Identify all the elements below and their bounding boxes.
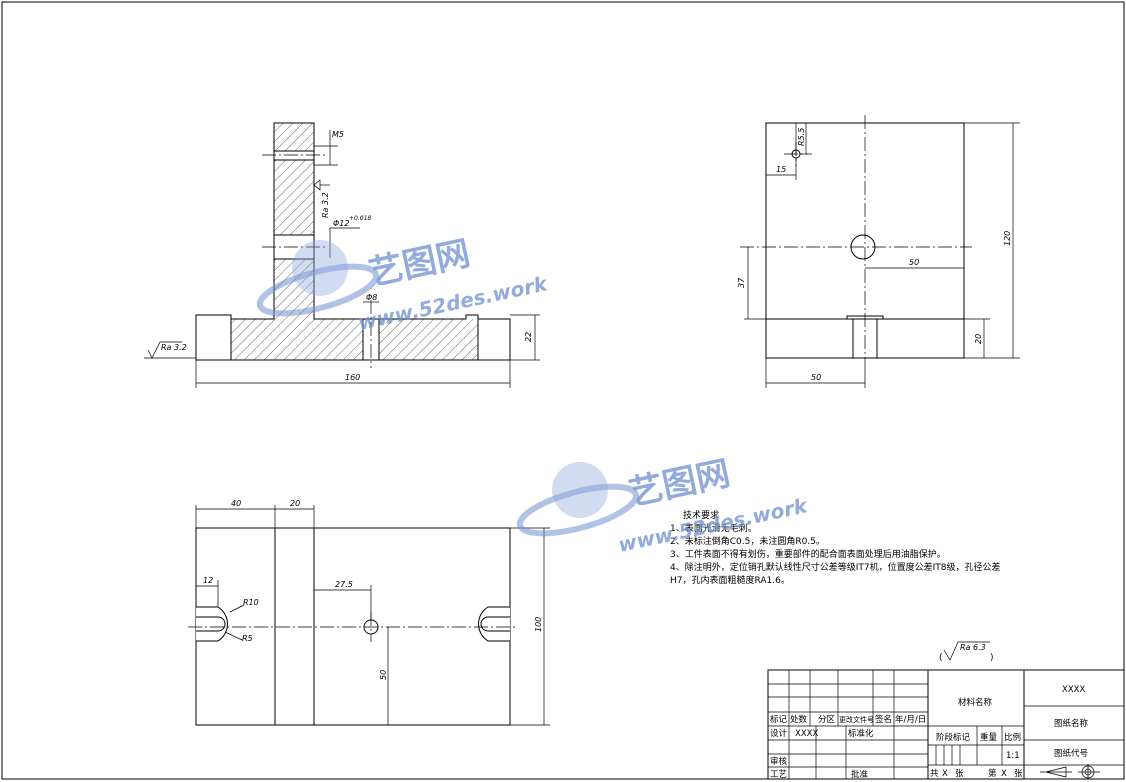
dim-27-5: 27.5: [335, 580, 353, 589]
tb-x2: X: [1001, 769, 1007, 779]
tb-di: 第: [988, 768, 997, 779]
tech-note-4: 4、除注明外，定位销孔默认线性尺寸公差等级IT7机，位置度公差IT8级，孔径公差: [670, 561, 1000, 573]
tb-tuzhi-daihao: 图纸代号: [1054, 748, 1088, 759]
tech-note-3: 3、工件表面不得有划伤，重要部件的配合面表面处理后用油脂保护。: [670, 548, 946, 560]
top-view: 40 20 12 R10 R5 27.5 50 100: [188, 499, 550, 726]
dim-roughness-vertical: Ra 3.2: [321, 192, 330, 218]
tb-biaozhunhua: 标准化: [848, 728, 874, 739]
dim-40: 40: [231, 499, 241, 508]
dim-height-22: 22: [524, 332, 533, 342]
dim-hole-phi12: Φ12: [333, 219, 349, 228]
dim-50-center: 50: [909, 258, 919, 267]
tb-chushu: 处数: [790, 714, 808, 725]
tb-nyr: 年/月/日: [895, 714, 926, 725]
tb-zhang2: 张: [1014, 769, 1023, 779]
dim-r10: R10: [243, 598, 259, 607]
tech-note-5: H7，孔内表面粗糙度RA1.6。: [670, 574, 790, 586]
watermark-brand-1: 艺图网: [366, 233, 474, 293]
front-section-view: M5 Ra 3.2 Φ12 +0.018 Φ8 Ra 3.2 22 160: [144, 122, 540, 388]
tb-sheji: 设计: [770, 728, 788, 739]
dim-roughness-left: Ra 3.2: [161, 343, 187, 352]
dim-r55: R5.5: [797, 128, 806, 146]
side-view: R5.5 15 50 37 120 20 50: [737, 115, 1020, 388]
tb-jieduan: 阶段标记: [936, 732, 971, 743]
tb-sheji-value: XXXX: [795, 729, 818, 739]
tb-gongyi: 工艺: [770, 770, 787, 780]
roughness-general-value: Ra 6.3: [960, 643, 986, 652]
dim-37: 37: [737, 277, 746, 288]
title-block: 标记 处数 分区 更改文件号 签名 年/月/日 设计 XXXX 标准化 审核 工…: [767, 669, 1125, 780]
dim-12: 12: [203, 576, 213, 585]
tb-bili: 比例: [1004, 732, 1021, 743]
tech-note-2: 2、未标注倒角C0.5，未注圆角R0.5。: [670, 535, 825, 547]
technical-notes: 技术要求 1、表面光滑无毛刺。 2、未标注倒角C0.5，未注圆角R0.5。 3、…: [670, 509, 1000, 586]
svg-text:): ): [990, 653, 994, 663]
tb-company: XXXX: [1062, 685, 1085, 695]
tb-qianming: 签名: [875, 714, 892, 725]
tb-gong: 共: [930, 769, 939, 779]
watermark-brand-2: 艺图网: [626, 453, 734, 513]
tb-zhang1: 张: [955, 769, 964, 779]
dim-r5: R5: [242, 634, 253, 643]
tb-zhongliang: 重量: [980, 732, 998, 743]
tb-shenhe: 审核: [770, 756, 788, 767]
tb-fenqu: 分区: [818, 715, 836, 725]
tb-bili-value: 1:1: [1006, 751, 1020, 761]
tech-notes-title: 技术要求: [683, 509, 719, 521]
dim-phi8: Φ8: [366, 293, 377, 302]
dim-120: 120: [1003, 231, 1012, 246]
tb-pizhun: 批准: [851, 769, 869, 780]
tb-biaoji: 标记: [770, 714, 788, 725]
dim-20-top: 20: [290, 499, 300, 508]
dim-20: 20: [974, 334, 983, 344]
general-roughness-symbol: ( Ra 6.3 ): [939, 641, 994, 663]
dim-100: 100: [534, 617, 543, 632]
projection-symbol-icon: [1040, 764, 1100, 779]
dim-50-bottom: 50: [811, 373, 821, 382]
tb-tuzhi-mingcheng: 图纸名称: [1054, 718, 1089, 729]
tb-gengai: 更改文件号: [839, 715, 874, 724]
tb-cailiao: 材料名称: [958, 697, 993, 708]
dim-50-vert: 50: [379, 670, 388, 680]
dim-15: 15: [776, 165, 786, 174]
tb-x1: X: [942, 769, 948, 779]
tech-note-1: 1、表面光滑无毛刺。: [670, 522, 757, 534]
dim-m5: M5: [332, 130, 344, 139]
dim-width-160: 160: [345, 373, 360, 382]
dim-hole-tolerance: +0.018: [349, 215, 371, 222]
svg-text:(: (: [939, 653, 943, 663]
